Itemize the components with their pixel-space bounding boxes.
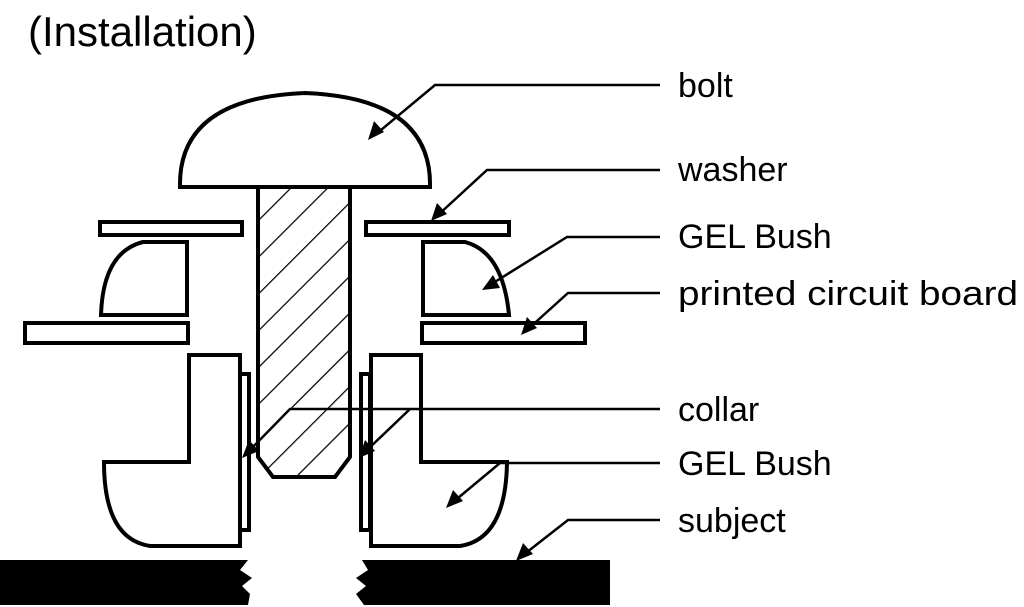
subject-plate-right: [356, 560, 610, 605]
washer-left: [98, 220, 244, 237]
label-subject: subject: [678, 502, 786, 540]
gel-bush-top-right: [421, 240, 512, 317]
leader-subject: [521, 518, 660, 557]
arrowhead-subject: [516, 543, 533, 561]
arrowhead-gel-bush-bottom: [446, 490, 463, 508]
leader-gel-bush-bottom: [451, 461, 660, 504]
leader-gel-bush-top: [489, 235, 660, 287]
leader-pcb: [526, 291, 660, 331]
arrowhead-gel-bush-top: [482, 275, 500, 290]
label-bolt: bolt: [678, 67, 733, 105]
gel-bush-bottom-left: [101, 353, 242, 548]
arrowhead-bolt: [368, 121, 384, 140]
pcb-right: [420, 321, 587, 345]
leader-collar-right: [364, 408, 411, 453]
leader-bolt: [374, 83, 660, 136]
pcb-left: [23, 321, 190, 345]
label-printed-circuit-board: printed circuit board: [678, 275, 1018, 313]
bolt-shank: [256, 185, 352, 479]
label-collar: collar: [678, 391, 759, 429]
diagram-title: (Installation): [28, 8, 257, 55]
leader-collar-left: [247, 407, 660, 453]
label-washer: washer: [677, 151, 788, 189]
washer-right: [364, 220, 511, 237]
arrowhead-washer: [431, 203, 447, 221]
subject-plate-left: [0, 560, 252, 605]
label-gel-bush-bottom: GEL Bush: [678, 445, 832, 483]
arrowhead-collar-left: [242, 440, 259, 458]
gel-bush-top-left: [98, 240, 189, 317]
arrowhead-collar-right: [359, 440, 375, 458]
leader-washer: [436, 168, 660, 217]
label-gel-bush-top: GEL Bush: [678, 218, 832, 256]
gel-bush-bottom-right: [369, 353, 510, 548]
bolt-head: [177, 90, 433, 189]
arrowhead-pcb: [521, 317, 537, 335]
